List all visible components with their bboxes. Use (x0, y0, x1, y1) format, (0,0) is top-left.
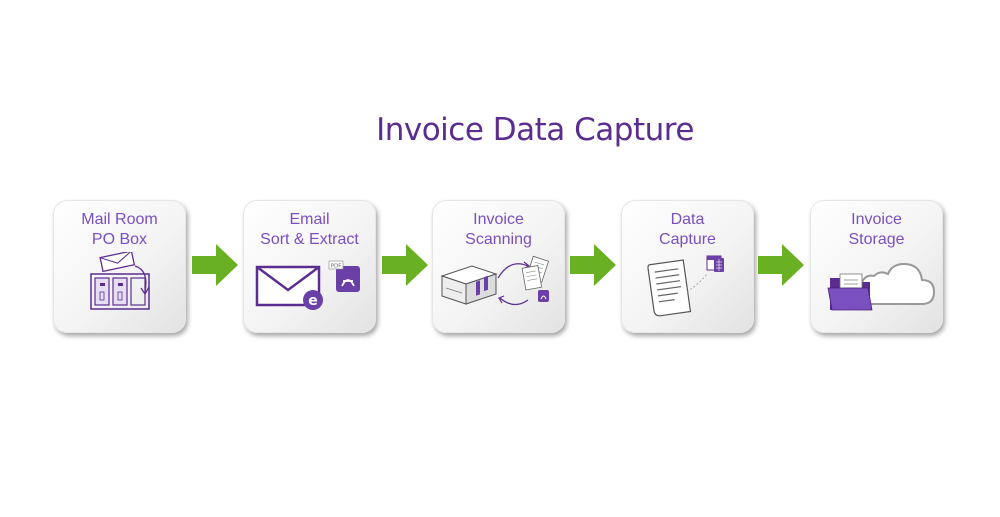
arrow-right-icon (570, 244, 616, 286)
page-title: Invoice Data Capture (376, 112, 694, 148)
scanner-icon (440, 255, 550, 306)
step-scanning: Invoice Scanning (432, 200, 565, 333)
step-email: Email Sort & Extract e PDF (243, 200, 376, 333)
step-label: Email Sort & Extract (260, 211, 359, 248)
pdf-label: PDF (331, 264, 342, 270)
arrow-right-icon (382, 244, 428, 286)
mailroom-icon (90, 252, 150, 310)
arrow-right-icon (758, 244, 804, 286)
step-mail-room: Mail Room PO Box (53, 200, 186, 333)
step-label: Data Capture (659, 211, 716, 248)
email-badge-text: e (308, 293, 318, 309)
step-data-capture: Data Capture (621, 200, 754, 333)
email-icon: e PDF (255, 260, 360, 310)
step-label: Mail Room PO Box (81, 211, 158, 248)
document-icon (647, 255, 724, 317)
step-label: Invoice Scanning (465, 211, 532, 248)
step-label: Invoice Storage (848, 211, 905, 248)
step-storage: Invoice Storage (810, 200, 943, 333)
arrow-right-icon (192, 244, 238, 286)
cloud-folder-icon (827, 262, 936, 311)
